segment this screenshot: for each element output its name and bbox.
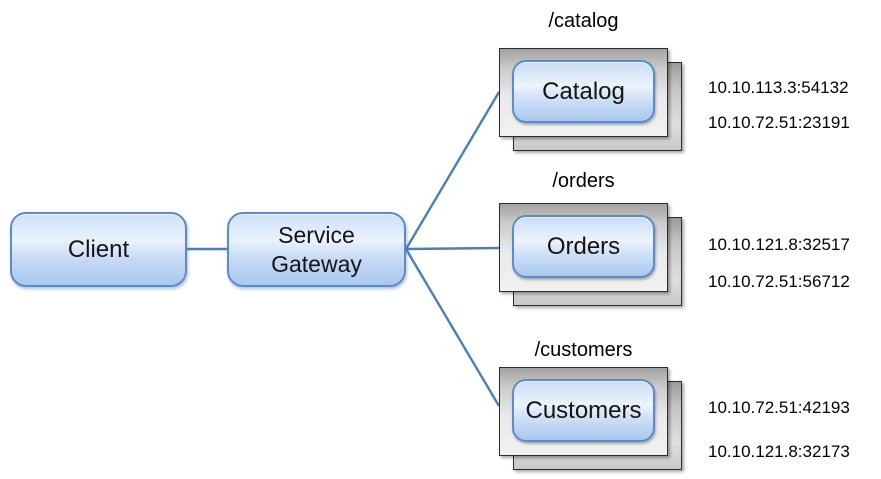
customers-label: Customers xyxy=(525,396,642,424)
instance-address: 10.10.72.51:23191 xyxy=(708,113,850,132)
gateway-label: Service Gateway xyxy=(271,221,362,277)
route-path-label: /catalog xyxy=(548,10,619,32)
service-instance-front-box: Orders xyxy=(499,203,668,292)
service-instance-front-box: Customers xyxy=(499,367,668,456)
gateway-customers-connector xyxy=(404,248,501,407)
instance-address: 10.10.72.51:56712 xyxy=(708,272,850,291)
route-path-label: /customers xyxy=(534,339,633,361)
catalog-node: Catalog xyxy=(512,60,655,123)
service-instance-front-box: Catalog xyxy=(499,48,668,137)
service-group-customers: /customers Customers 10.10.72.51:42193 1… xyxy=(495,319,881,479)
instance-address: 10.10.121.8:32173 xyxy=(708,442,850,461)
instance-address: 10.10.113.3:54132 xyxy=(708,78,849,97)
gateway-orders-connector xyxy=(405,246,500,251)
instance-address: 10.10.72.51:42193 xyxy=(708,398,850,417)
customers-node: Customers xyxy=(512,379,655,442)
service-group-orders: /orders Orders 10.10.121.8:32517 10.10.7… xyxy=(495,155,881,315)
client-node: Client xyxy=(10,212,187,287)
route-path-label: /orders xyxy=(552,170,615,192)
client-label: Client xyxy=(67,235,130,263)
gateway-catalog-connector xyxy=(404,91,501,250)
orders-node: Orders xyxy=(512,215,655,278)
service-group-catalog: /catalog Catalog 10.10.113.3:54132 10.10… xyxy=(495,0,881,160)
catalog-label: Catalog xyxy=(542,77,625,105)
orders-label: Orders xyxy=(546,232,621,260)
instance-address: 10.10.121.8:32517 xyxy=(708,235,850,254)
gateway-node: Service Gateway xyxy=(227,212,406,287)
